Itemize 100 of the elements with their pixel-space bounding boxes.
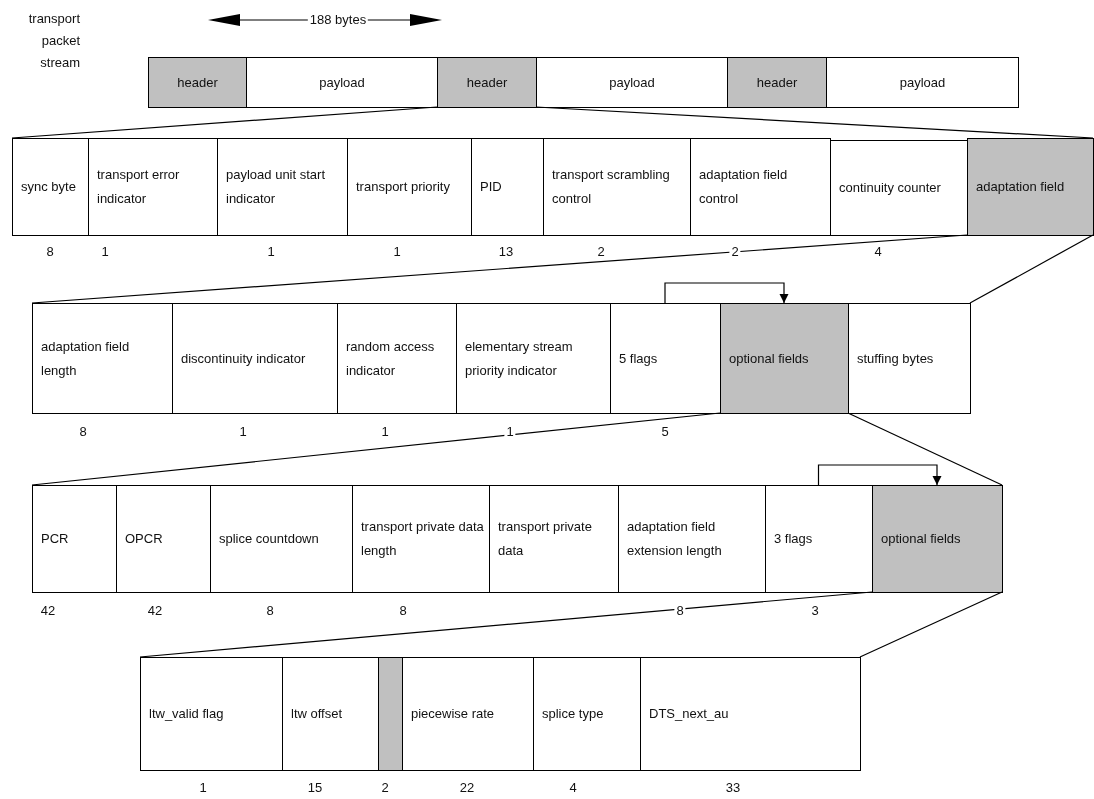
field-name: header [176,73,219,92]
field-name: adaptation field length [41,337,131,380]
field-cell [489,485,619,593]
arrow [664,282,789,304]
field-name: optional fields [881,530,962,548]
field-name: discontinuity indicator [181,349,307,368]
field-name: OPCR [125,530,164,548]
expansion-line [139,591,873,658]
bit-count: 8 [77,424,89,439]
bit-count: 42 [145,603,165,618]
expansion-line [847,412,1003,486]
field-cell [246,57,438,108]
bit-count: 3 [809,603,821,618]
field-cell [347,138,472,236]
bit-count: 33 [723,780,743,795]
field-name: ltw offset [291,705,344,723]
bit-count: 22 [457,780,477,795]
row-label: transport packet stream [28,10,80,72]
bit-count: 2 [595,244,607,259]
field-cell [217,138,348,236]
bit-count: 1 [265,244,277,259]
bit-count: 8 [397,603,409,618]
bit-count: 2 [729,244,741,259]
field-name: optional fields [729,349,810,368]
bit-count: 1 [99,244,111,259]
field-name: PID [480,178,503,196]
bit-count: 2 [379,780,391,795]
field-name: header [465,73,509,92]
field-cell [536,57,728,108]
field-name: header [755,73,799,92]
bit-count: 5 [659,424,671,439]
field-cell [690,138,831,236]
field-name: transport priority [356,178,451,196]
field-cell [765,485,873,593]
field-name: payload [898,73,947,92]
field-cell [872,485,1003,593]
field-cell [210,485,353,593]
field-cell [640,657,861,771]
field-cell [618,485,766,593]
bit-count: 1 [391,244,403,259]
bit-count: 42 [38,603,58,618]
field-cell [32,485,117,593]
field-cell [352,485,490,593]
bit-count: 15 [305,780,325,795]
expansion-line [31,412,721,486]
field-name: adaptation field control [699,166,789,208]
field-cell [116,485,211,593]
field-name: transport private data [498,518,593,560]
field-cell [437,57,537,108]
field-cell [533,657,641,771]
field-cell [471,138,544,236]
bit-count: 1 [379,424,391,439]
field-cell [337,303,457,414]
field-name: elementary stream priority indicator [465,337,574,380]
field-name: continuity counter [839,179,942,197]
bit-count: 4 [567,780,579,795]
expansion-line [859,591,1003,658]
field-name: ltw_valid flag [149,705,225,723]
expansion-line [31,234,968,304]
bit-count: 1 [504,424,516,439]
field-cell [543,138,691,236]
field-name: DTS_next_au [649,705,730,723]
bit-count: 4 [872,244,884,259]
field-cell [727,57,827,108]
bit-count: 8 [44,244,56,259]
field-name: transport scrambling control [552,166,671,208]
field-name: random access indicator [346,337,436,380]
field-cell [88,138,218,236]
expansion-line [11,106,438,139]
field-cell [610,303,721,414]
field-cell [456,303,611,414]
dimension-label: 188 bytes [307,12,369,27]
field-cell [826,57,1019,108]
field-name: PCR [41,530,70,548]
field-name: payload [608,73,656,92]
field-name: 5 flags [619,349,659,368]
field-cell [830,140,968,236]
field-name: stuffing bytes [857,349,935,368]
field-name: payload unit start indicator [226,166,326,208]
field-name: adaptation field [976,178,1066,196]
field-cell [148,57,247,108]
field-cell [32,303,173,414]
expansion-line [535,106,1094,139]
arrow [817,464,942,486]
field-cell [720,303,849,414]
field-cell [12,138,89,236]
field-name: payload [318,73,366,92]
field-name: splice type [542,705,605,723]
field-cell [848,303,971,414]
bit-count: 1 [197,780,209,795]
field-name: 3 flags [774,530,814,548]
field-cell [402,657,534,771]
field-name: transport private data length [361,518,485,560]
field-name: piecewise rate [411,705,496,723]
field-name: sync byte [21,178,77,196]
bit-count: 8 [674,603,686,618]
bit-count: 13 [496,244,516,259]
field-cell [140,657,283,771]
field-name: splice countdown [219,530,320,548]
bit-count: 8 [264,603,276,618]
